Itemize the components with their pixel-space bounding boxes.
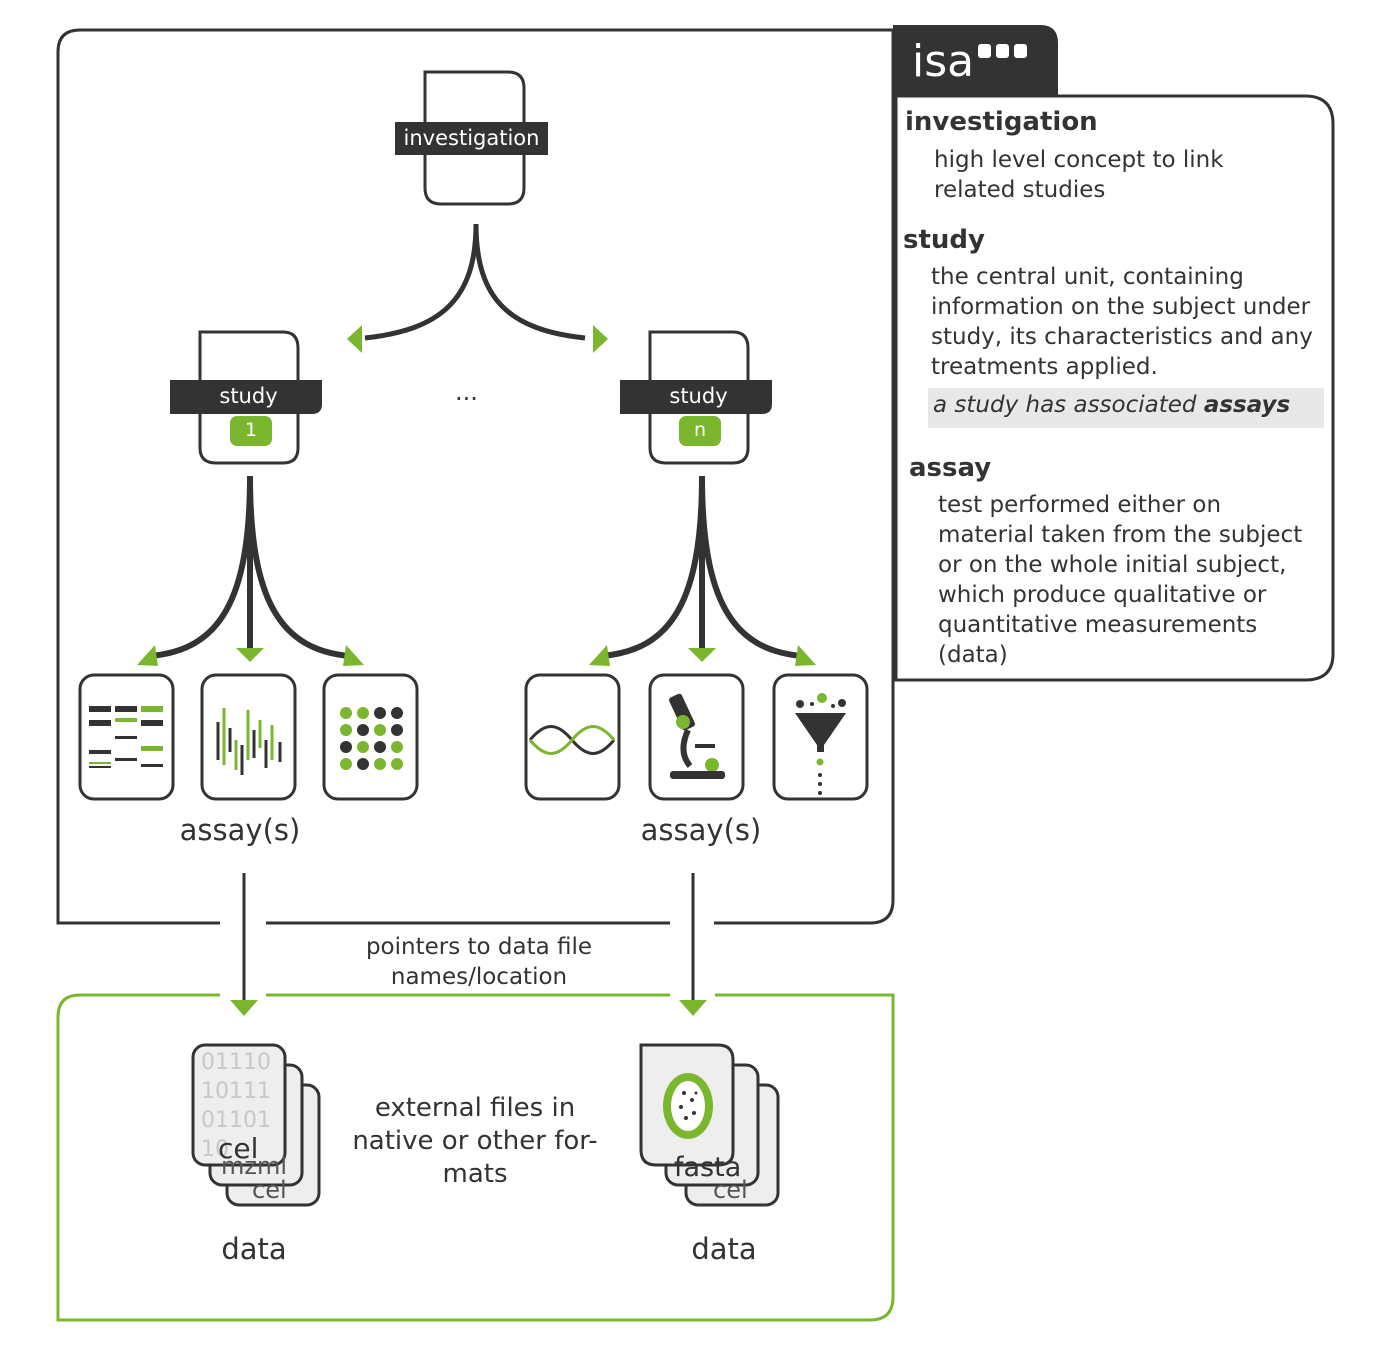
- data-frame: [56, 993, 895, 1322]
- dot-matrix-icon: [340, 707, 403, 770]
- arrow-assay-1b: [236, 648, 264, 662]
- file-1-front-label: cel: [218, 1132, 259, 1165]
- legend-study-desc: the central unit, containing information…: [931, 264, 1313, 380]
- assays-label-n: assay(s): [640, 813, 762, 847]
- arrow-assay-nc: [795, 645, 816, 666]
- pointer-arrow-1: [230, 1000, 258, 1016]
- legend-tab: [893, 25, 1058, 96]
- pointers-label: pointers to data file names/location: [365, 934, 593, 990]
- spectrum-icon: [216, 708, 282, 775]
- binary-line-3: 01101: [201, 1108, 271, 1133]
- arrow-to-study-n: [593, 325, 608, 353]
- branch-study-n-assays: [601, 475, 803, 659]
- cell-icon: [663, 1073, 713, 1139]
- wave-icon: [528, 725, 616, 755]
- arrow-assay-1a: [137, 645, 158, 666]
- study-n-label-bar: [620, 380, 772, 414]
- investigation-label-bar: [395, 122, 548, 155]
- data-label-1: data: [221, 1232, 287, 1266]
- binary-line-4: 10: [201, 1137, 229, 1162]
- funnel-icon: [795, 693, 846, 795]
- file-2-mid-label: fasta: [674, 1152, 742, 1183]
- study-n-badge: [679, 416, 721, 446]
- isa-logo: isa: [912, 36, 975, 87]
- file-2-back-label: cel: [713, 1176, 748, 1204]
- assays-label-1: assay(s): [179, 813, 301, 847]
- assay-card-1c: [322, 673, 419, 801]
- file-stack-1: [191, 1043, 321, 1207]
- ellipsis: ...: [455, 378, 478, 406]
- investigation-label: investigation: [403, 126, 540, 150]
- study-n-badge-text: n: [693, 419, 707, 441]
- study-1-badge-text: 1: [244, 419, 258, 441]
- file-1-mid-label: mzml: [221, 1152, 288, 1180]
- legend-investigation-title: investigation: [905, 107, 1098, 137]
- arrow-assay-1c: [343, 645, 364, 666]
- assay-card-na: [524, 673, 621, 801]
- legend-study-note: a study has associated assays: [933, 392, 1291, 418]
- assay-card-nb: [648, 673, 745, 801]
- legend-investigation-desc: high level concept to link related studi…: [934, 147, 1224, 203]
- external-files-text: external files in native or other for-ma…: [352, 1093, 598, 1189]
- microscope-icon: [669, 693, 725, 779]
- study-n-label: study: [669, 384, 728, 408]
- gel-icon: [89, 706, 163, 768]
- legend-assay-title: assay: [909, 453, 992, 483]
- file-1-back-label: cel: [252, 1176, 287, 1204]
- binary-line-1: 01110: [201, 1050, 271, 1075]
- study-note-highlight: [928, 388, 1324, 428]
- legend-assay-desc: test performed either on material taken …: [938, 492, 1303, 668]
- branch-investigation-studies: [364, 223, 586, 341]
- study-1-label-bar: [170, 380, 322, 414]
- arrow-assay-nb: [688, 648, 716, 662]
- study-1-label: study: [219, 384, 278, 408]
- branch-study-1-assays: [149, 475, 351, 659]
- study-1-badge: [230, 416, 272, 446]
- legend-study-title: study: [903, 225, 985, 255]
- data-label-2: data: [691, 1232, 757, 1266]
- pointer-arrow-n: [679, 1000, 707, 1016]
- investigation-frame: [56, 28, 895, 925]
- binary-line-2: 10111: [201, 1079, 271, 1104]
- logo-dots-icon: [978, 44, 1027, 58]
- arrow-assay-na: [589, 645, 610, 666]
- arrow-to-study-1: [347, 325, 362, 353]
